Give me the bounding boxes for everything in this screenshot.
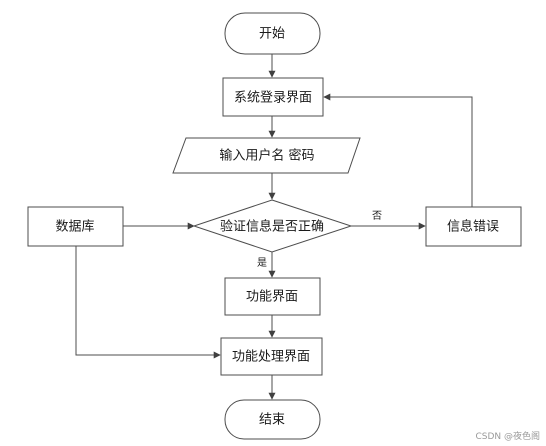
node-function-processing: 功能处理界面: [220, 337, 323, 376]
node-end-label: 结束: [259, 413, 285, 428]
node-database: 数据库: [27, 206, 124, 247]
node-function-screen: 功能界面: [224, 277, 321, 316]
node-end: 结束: [224, 399, 321, 440]
edge-label-no: 否: [372, 210, 382, 222]
edge-database-to-processing: [75, 246, 221, 359]
edge-error-to-login: [323, 93, 473, 207]
node-error: 信息错误: [425, 206, 522, 247]
node-input-credentials: 输入用户名 密码: [172, 137, 361, 174]
node-verify-label: 验证信息是否正确: [220, 219, 324, 235]
node-database-label: 数据库: [55, 219, 94, 235]
edge-label-yes: 是: [257, 257, 267, 269]
node-function-processing-label: 功能处理界面: [232, 350, 310, 365]
node-login-screen-label: 系统登录界面: [234, 91, 312, 106]
node-start: 开始: [224, 12, 321, 55]
node-error-label: 信息错误: [447, 219, 499, 235]
node-input-credentials-label: 输入用户名 密码: [219, 148, 314, 164]
node-verify: 验证信息是否正确: [192, 199, 353, 253]
node-login-screen: 系统登录界面: [222, 77, 324, 117]
watermark: CSDN @夜色阁: [475, 430, 540, 442]
node-function-screen-label: 功能界面: [246, 290, 298, 305]
node-start-label: 开始: [259, 27, 285, 42]
